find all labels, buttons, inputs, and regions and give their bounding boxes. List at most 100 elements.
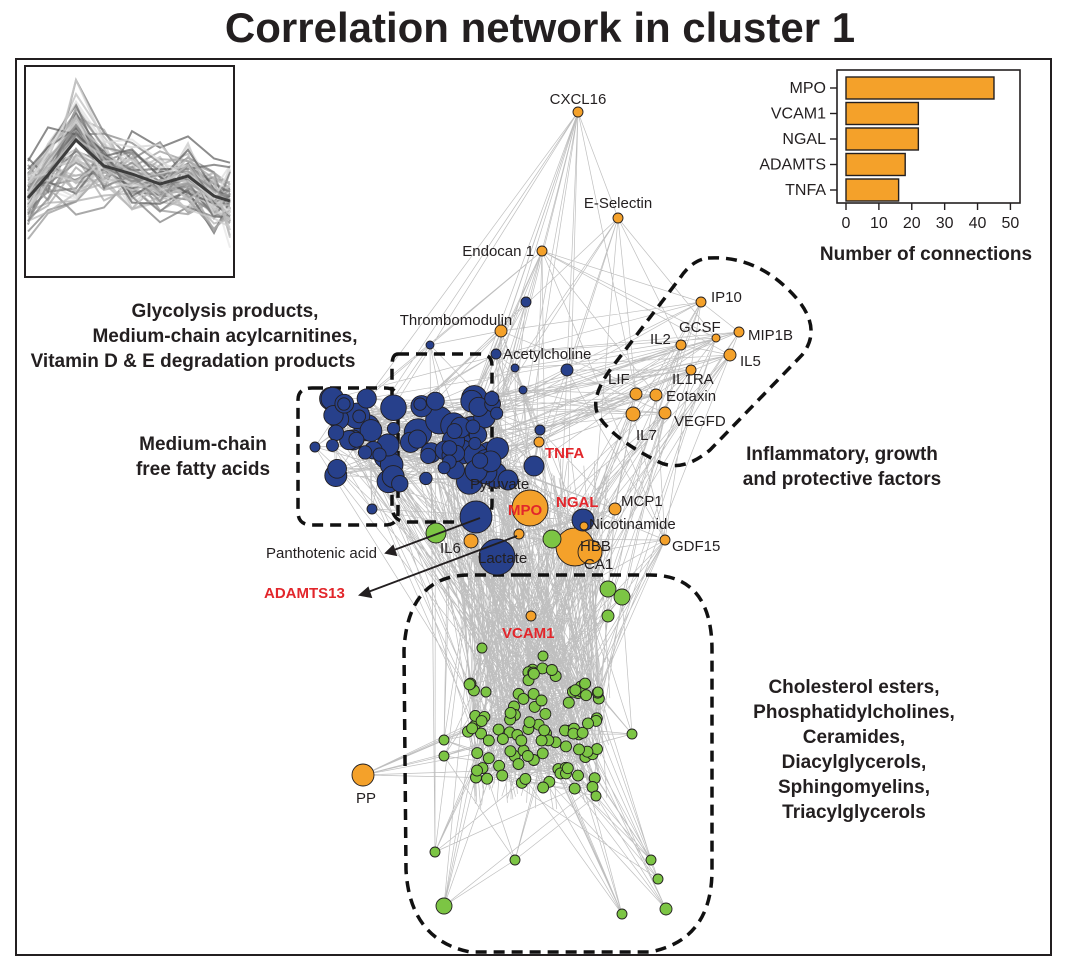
figure-frame [15, 58, 1052, 956]
label-ip10: IP10 [711, 289, 742, 306]
label-mip1b: MIP1B [748, 327, 793, 344]
node-green [579, 677, 592, 690]
label-nicotinamide: Nicotinamide [589, 516, 676, 533]
label-vcam1: VCAM1 [502, 625, 555, 642]
node-green [481, 772, 494, 785]
label-thrombomodulin: Thrombomodulin [400, 312, 513, 329]
label-pp: PP [356, 790, 376, 807]
node-mpo [511, 489, 549, 527]
node-green [582, 717, 594, 730]
profile-line [27, 151, 231, 231]
label-mcp1: MCP1 [621, 493, 663, 510]
group-outline-lipids [402, 573, 714, 954]
profile-line [27, 149, 231, 233]
group-label-lipids-6: Triacylglycerols [782, 802, 926, 823]
node-blue [560, 363, 574, 377]
label-lif: LIF [608, 371, 630, 388]
node-green [517, 692, 530, 705]
bar-adamts [845, 152, 906, 177]
node-green [569, 684, 582, 697]
group-label-inflammatory-2: and protective factors [743, 469, 942, 490]
node-blue [471, 452, 489, 469]
node-green [435, 897, 453, 915]
bar-tnfa [845, 178, 900, 202]
node-blue [337, 397, 351, 411]
node-nicotinamide [571, 508, 595, 532]
node-e-selectin [612, 212, 624, 224]
bar-ngal [845, 127, 920, 151]
group-outline-inflammatory [594, 256, 813, 468]
label-ngal: NGAL [556, 494, 599, 511]
node-blue [372, 447, 387, 462]
group-label-inflammatory-1: Inflammatory, growth [746, 444, 938, 465]
node-green [476, 642, 488, 654]
node-eotaxin [649, 388, 663, 402]
arrow-adamts13 [367, 535, 518, 593]
node-green [512, 758, 525, 771]
node-blue [352, 409, 367, 424]
node-thrombomodulin [494, 324, 508, 338]
node-il1ra [685, 364, 697, 376]
node-green [572, 769, 584, 782]
node-blue [419, 471, 433, 486]
node-green [592, 686, 604, 698]
group-outline-medium-chain [296, 386, 400, 527]
label-il6: IL6 [440, 540, 461, 557]
arrowhead-panthotenic-acid [384, 544, 398, 557]
network-nodes [309, 106, 745, 920]
node-green [561, 762, 574, 775]
node-il6 [463, 533, 479, 549]
node-green [523, 716, 536, 729]
node-vegfd [658, 406, 672, 420]
node-blue [497, 469, 519, 491]
x-tick-label-0: 0 [842, 215, 851, 232]
label-il2: IL2 [650, 331, 671, 348]
node-green [537, 650, 549, 662]
node-blue [465, 419, 481, 435]
node-green [652, 873, 664, 885]
node-green [521, 750, 534, 762]
node-blue [520, 296, 532, 308]
label-il5: IL5 [740, 353, 761, 370]
node-green [471, 764, 483, 777]
node-green [573, 743, 585, 756]
node-green [466, 722, 479, 735]
label-gcsf: GCSF [679, 319, 721, 336]
arrowhead-adamts13 [358, 586, 373, 599]
node-gcsf [711, 333, 721, 343]
node-blue [518, 385, 528, 395]
node-green [471, 747, 484, 760]
node-green [539, 707, 552, 720]
node-green [496, 769, 509, 782]
node-green [590, 790, 602, 802]
node-green [645, 854, 657, 866]
node-blue [484, 390, 500, 407]
node-blue [356, 388, 377, 409]
node-blue [534, 424, 546, 436]
label-il7: IL7 [636, 427, 657, 444]
node-il5 [723, 348, 737, 362]
figure-title: Correlation network in cluster 1 [224, 4, 856, 51]
node-vcam1 [525, 610, 537, 622]
node-mip1b [733, 326, 745, 338]
node-blue [357, 445, 373, 460]
x-tick-label-10: 10 [870, 215, 888, 232]
node-green [560, 740, 572, 753]
node-green [504, 745, 517, 758]
x-tick-label-20: 20 [903, 215, 921, 232]
node-ip10 [695, 296, 707, 308]
node-green [535, 734, 548, 747]
category-label-vcam1: VCAM1 [771, 106, 826, 123]
x-tick-label-30: 30 [936, 215, 954, 232]
bar-chart-xlabel: Number of connections [820, 244, 1032, 265]
profile-line [27, 114, 231, 216]
node-blue [391, 475, 409, 493]
label-vegfd: VEGFD [674, 413, 726, 430]
label-il1ra: IL1RA [672, 371, 714, 388]
node-il2 [675, 339, 687, 351]
node-green [482, 752, 495, 765]
node-green [542, 529, 562, 549]
node-green [429, 846, 441, 858]
node-blue [446, 423, 463, 440]
